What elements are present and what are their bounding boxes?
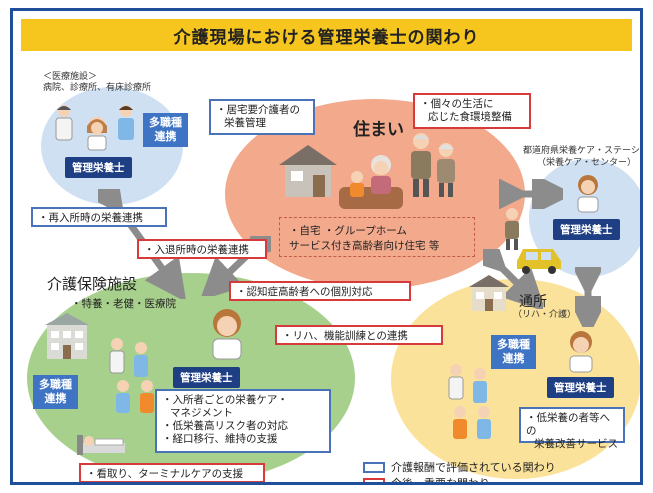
- discharge-box: ・入退所時の栄養連携: [137, 239, 267, 259]
- medical-collab-tag: 多職種 連携: [143, 113, 188, 147]
- facility-nurse-icon: [134, 342, 148, 377]
- house-icon: [279, 145, 337, 197]
- daycare-doctor-icon: [448, 364, 464, 400]
- daycare-title: 通所: [519, 294, 547, 310]
- nurse-icon: [118, 105, 134, 140]
- diagram-frame: 介護現場における管理栄養士の関わり: [10, 8, 643, 485]
- living-line1: ・個々の生活に: [420, 98, 494, 110]
- legend-red-swatch: [363, 477, 385, 482]
- terminal-care-box: ・看取り、ターミナルケアの支援: [79, 463, 265, 482]
- legend-red: 今後、重要な関わり: [363, 475, 490, 485]
- home-desc-line1: ・自宅 ・グループホーム: [289, 225, 407, 237]
- rehab-box: ・リハ、機能訓練との連携: [275, 325, 443, 345]
- elderly-man-icon: [411, 133, 431, 197]
- legend-blue: 介護報酬で評価されている関わり: [363, 459, 556, 475]
- facility-collab-line2: 連携: [44, 391, 67, 405]
- facility-title: 介護保険施設: [47, 275, 138, 293]
- doctor-icon: [55, 105, 73, 141]
- facility-caregiver-icon: [140, 380, 154, 413]
- station-line2: （栄養ケア・センター）: [537, 158, 637, 168]
- legend-blue-label: 介護報酬で評価されている関わり: [391, 461, 556, 474]
- daycare-subtitle: （リハ・介護）: [513, 310, 577, 320]
- arrow-home-station: [499, 179, 563, 209]
- station-staff-label: 管理栄養士: [553, 219, 620, 240]
- home-desc-line2: サービス付き高齢者向け住宅 等: [289, 240, 440, 252]
- medical-category: ＜医療施設＞: [43, 72, 98, 82]
- facility-collab-line1: 多職種: [39, 378, 72, 391]
- facility-care-line1: ・入所者ごとの栄養ケア・: [162, 394, 288, 406]
- daycare-collab-line1: 多職種: [497, 338, 530, 351]
- medical-types: 病院、診療所、有床診療所: [43, 83, 152, 93]
- medical-collab-line2: 連携: [154, 129, 177, 143]
- legend-red-label: 今後、重要な関わり: [391, 477, 490, 485]
- bed-patient-icon: [77, 435, 125, 455]
- home-title: 住まい: [353, 120, 404, 140]
- facility-staff-label: 管理栄養士: [173, 367, 240, 388]
- dietitian-icon: [87, 117, 107, 151]
- daycare-service-line2: 栄養改善サービス: [534, 438, 618, 451]
- daycare-service-box: ・低栄養の者等への 栄養改善サービス: [519, 407, 625, 450]
- facility-building-icon: [45, 313, 89, 359]
- legend-blue-swatch: [363, 461, 385, 473]
- living-environment-box: ・個々の生活に 応じた食環境整備: [413, 93, 531, 129]
- elderly-woman-icon: [437, 143, 455, 197]
- daycare-service-line1: ・低栄養の者等への: [526, 412, 610, 438]
- home-care-line2: 栄養管理: [224, 117, 266, 130]
- daycare-collab-tag: 多職種 連携: [491, 335, 536, 369]
- daycare-therapist-icon: [477, 406, 491, 439]
- facility-care-box: ・入所者ごとの栄養ケア・ マネジメント ・低栄養高リスク者の対応 ・経口移行、維…: [155, 389, 331, 453]
- facility-care-line3: ・低栄養高リスク者の対応: [162, 420, 288, 433]
- facility-dietitian-icon: [212, 309, 242, 360]
- station-dietitian-icon: [577, 175, 599, 213]
- home-care-line1: ・居宅要介護者の: [216, 104, 300, 116]
- home-care-box: ・居宅要介護者の 栄養管理: [209, 99, 315, 135]
- page-title: 介護現場における管理栄養士の関わり: [21, 19, 632, 51]
- daycare-dietitian-icon: [569, 331, 593, 373]
- arrow-home-daycare: [483, 249, 543, 309]
- daycare-building-icon: [469, 275, 509, 311]
- daycare-caregiver-icon: [453, 406, 467, 439]
- car-icon: [517, 249, 561, 274]
- facility-doctor-icon: [109, 338, 125, 374]
- daycare-staff-label: 管理栄養士: [547, 377, 614, 398]
- home-types-box: [279, 217, 475, 257]
- facility-collab-tag: 多職種 連携: [33, 375, 78, 409]
- daycare-collab-line2: 連携: [502, 351, 525, 365]
- medical-collab-line1: 多職種: [149, 116, 182, 129]
- facility-care-line2: マネジメント: [170, 407, 233, 420]
- living-line2: 応じた食環境整備: [428, 111, 512, 124]
- walker-person-icon: [505, 208, 519, 250]
- arrow-station-daycare: [575, 267, 601, 327]
- facility-care-line4: ・経口移行、維持の支援: [162, 433, 278, 446]
- sofa-family-icon: [339, 155, 403, 209]
- dementia-box: ・認知症高齢者への個別対応: [229, 281, 411, 301]
- facility-types: ・特養・老健・医療院: [71, 298, 176, 310]
- medical-staff-label: 管理栄養士: [65, 157, 132, 178]
- daycare-nurse-icon: [473, 368, 487, 403]
- readmission-box: ・再入所時の栄養連携: [31, 207, 167, 227]
- station-line1: 都道府県栄養ケア・ステーション: [523, 146, 640, 156]
- facility-therapist-icon: [116, 380, 130, 413]
